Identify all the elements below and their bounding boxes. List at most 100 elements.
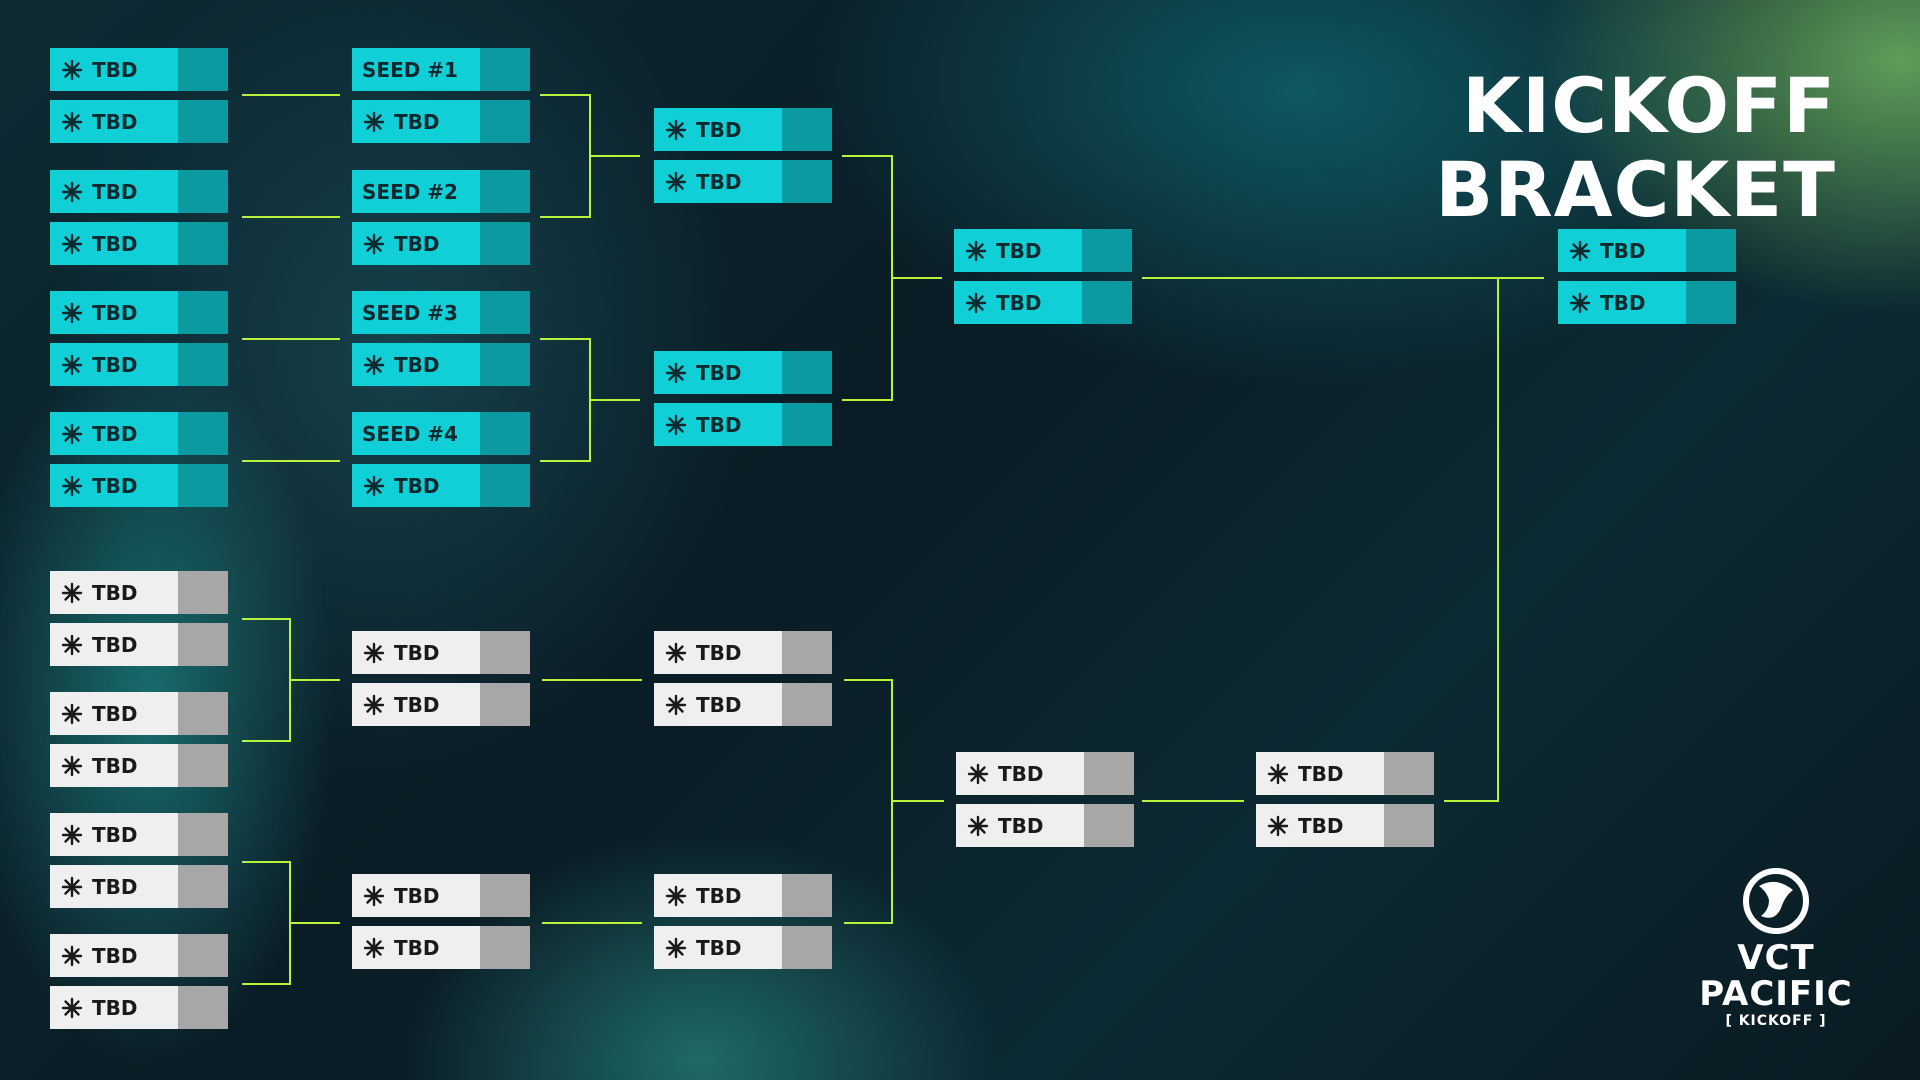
score-box [782,403,832,446]
score-box [782,351,832,394]
score-box [1082,229,1132,272]
score-box [1686,281,1736,324]
valorant-champions-tour-icon [967,815,989,836]
score-box [178,986,228,1029]
valorant-champions-tour-icon [363,885,385,906]
grand-final-slot: TBD [1558,281,1736,324]
valorant-champions-tour-icon [61,945,83,966]
upper-r2-slot: TBD [352,100,530,143]
grand-final-slot: TBD [1558,229,1736,272]
team-label: TBD [92,822,138,847]
valorant-champions-tour-icon [61,181,83,202]
valorant-champions-tour-icon [61,423,83,444]
team-name: TBD [352,926,480,969]
team-label: TBD [696,117,742,142]
valorant-champions-tour-icon [61,111,83,132]
score-box [178,100,228,143]
upper-r1-slot: TBD [50,343,228,386]
team-label: SEED #2 [362,179,458,204]
team-label: TBD [998,813,1044,838]
score-box [480,170,530,213]
team-label: TBD [92,995,138,1020]
upper-r1-slot: TBD [50,291,228,334]
team-label: TBD [92,473,138,498]
lower-r1-slot: TBD [50,865,228,908]
team-label: TBD [394,883,440,908]
score-box [480,926,530,969]
valorant-champions-tour-icon [665,362,687,383]
valorant-champions-tour-icon [61,876,83,897]
team-name: TBD [50,291,178,334]
lower-r3-slot: TBD [654,874,832,917]
valorant-champions-tour-icon [1569,240,1591,261]
valorant-champions-tour-icon [363,937,385,958]
valorant-champions-tour-icon [61,475,83,496]
team-label: TBD [92,109,138,134]
team-label: TBD [92,352,138,377]
upper-r1-slot: TBD [50,100,228,143]
team-name: TBD [1558,229,1686,272]
team-label: TBD [394,231,440,256]
upper-qf-slot: TBD [654,108,832,151]
team-label: TBD [394,640,440,665]
seed-slot: SEED #2 [352,170,530,213]
team-label: SEED #1 [362,57,458,82]
team-name: TBD [352,343,480,386]
vct-pacific-logo: VCT PACIFIC [ KICKOFF ] [1676,866,1876,1036]
vct-logo-icon [1743,868,1809,934]
score-box [178,412,228,455]
team-name: TBD [954,281,1082,324]
score-box [480,683,530,726]
score-box [178,170,228,213]
valorant-champions-tour-icon [61,703,83,724]
team-name: TBD [654,351,782,394]
team-label: TBD [1600,290,1646,315]
team-label: TBD [1298,813,1344,838]
team-name: TBD [654,926,782,969]
upper-qf-slot: TBD [654,160,832,203]
valorant-champions-tour-icon [665,171,687,192]
score-box [178,744,228,787]
score-box [782,160,832,203]
team-label: TBD [92,231,138,256]
upper-r1-slot: TBD [50,48,228,91]
valorant-champions-tour-icon [665,694,687,715]
team-name: TBD [50,343,178,386]
team-name: TBD [50,100,178,143]
upper-final-slot: TBD [954,281,1132,324]
valorant-champions-tour-icon [967,763,989,784]
seed-slot: SEED #4 [352,412,530,455]
valorant-champions-tour-icon [61,997,83,1018]
score-box [480,874,530,917]
lower-r1-slot: TBD [50,571,228,614]
valorant-champions-tour-icon [61,59,83,80]
valorant-champions-tour-icon [665,642,687,663]
score-box [782,631,832,674]
upper-final-slot: TBD [954,229,1132,272]
lower-r1-slot: TBD [50,744,228,787]
team-label: TBD [696,169,742,194]
team-name: TBD [352,222,480,265]
team-label: TBD [92,632,138,657]
team-label: TBD [92,580,138,605]
team-name: TBD [352,100,480,143]
score-box [178,464,228,507]
valorant-champions-tour-icon [363,642,385,663]
upper-r2-slot: TBD [352,464,530,507]
logo-line-kickoff: [ KICKOFF ] [1725,1013,1827,1029]
team-label: SEED #4 [362,421,458,446]
team-label: TBD [696,412,742,437]
team-label: TBD [996,290,1042,315]
lower-r1-slot: TBD [50,986,228,1029]
team-name: TBD [654,403,782,446]
score-box [178,571,228,614]
score-box [480,291,530,334]
score-box [1084,752,1134,795]
score-box [1082,281,1132,324]
valorant-champions-tour-icon [363,475,385,496]
team-label: TBD [696,360,742,385]
team-name: TBD [352,464,480,507]
team-name: TBD [654,874,782,917]
team-name: TBD [50,813,178,856]
team-name: TBD [956,804,1084,847]
